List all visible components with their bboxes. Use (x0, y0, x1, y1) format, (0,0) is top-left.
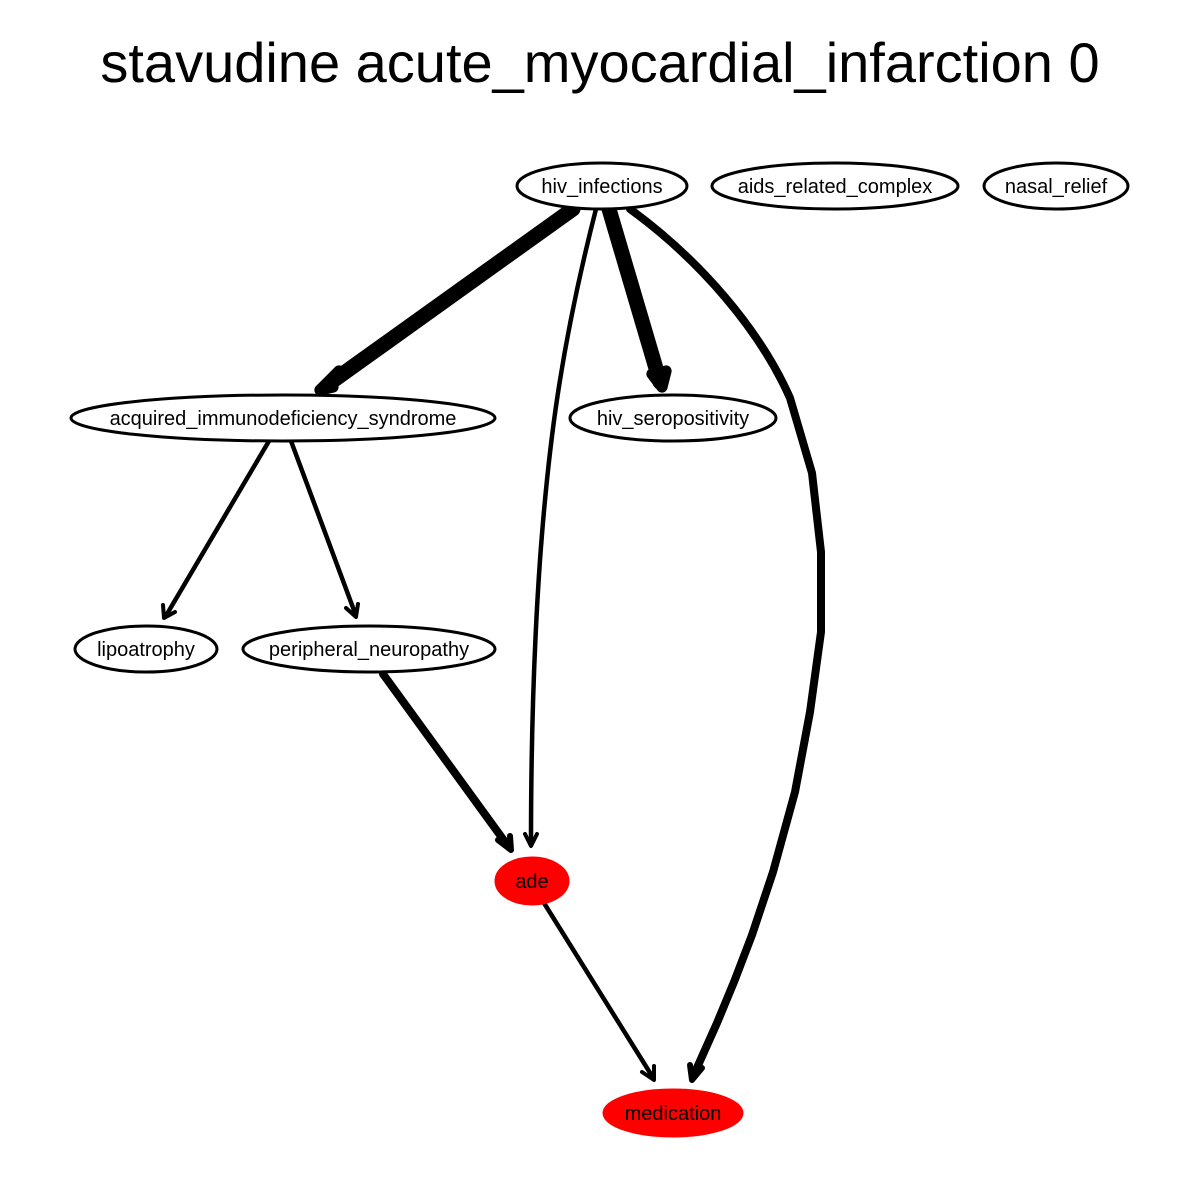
node-ade: ade (494, 856, 570, 906)
node-ellipse (69, 393, 497, 443)
edge-line (322, 201, 581, 391)
edge-line (601, 201, 668, 390)
edge-line (626, 205, 825, 1074)
nodes-layer: hiv_infections aids_related_complex nasal_… (69, 161, 1130, 1138)
node-label: nasal_relief (1005, 176, 1108, 198)
edge-hiv_infections-to-acquired_immunodeficiency_syndrome (314, 201, 581, 396)
edge-peripheral_neuropathy-to-ade (379, 670, 514, 853)
graph-title: stavudine acute_myocardial_infarction 0 (100, 31, 1099, 94)
node-ellipse (568, 393, 778, 443)
node-peripheral_neuropathy: peripheral_neuropathy (241, 624, 497, 674)
node-ellipse (73, 624, 219, 674)
node-hiv_seropositivity: hiv_seropositivity (568, 393, 778, 443)
node-acquired_immunodeficiency_syndrome: acquired_immunodeficiency_syndrome (69, 393, 497, 443)
edge-line (541, 900, 655, 1079)
edge-hiv_infections-to-medication (626, 205, 825, 1083)
edge-acquired_immunodeficiency_syndrome-to-peripheral_neuropathy (288, 438, 360, 619)
node-label: acquired_immunodeficiency_syndrome (110, 408, 457, 430)
arrowhead-icon (646, 365, 672, 393)
edge-hiv_infections-to-hiv_seropositivity (601, 201, 672, 393)
node-label: peripheral_neuropathy (269, 639, 469, 661)
node-ellipse (241, 624, 497, 674)
node-hiv_infections: hiv_infections (515, 161, 689, 211)
arrowhead-icon (495, 833, 514, 853)
arrowhead-icon (640, 1064, 656, 1082)
node-nasal_relief: nasal_relief (982, 161, 1130, 211)
edge-line (288, 438, 358, 616)
edge-acquired_immunodeficiency_syndrome-to-lipoatrophy (161, 438, 272, 620)
arrowhead-icon (687, 1062, 705, 1083)
node-ellipse (515, 161, 689, 211)
node-ellipse (982, 161, 1130, 211)
edge-line (528, 206, 599, 845)
node-medication: medication (602, 1088, 744, 1138)
node-aids_related_complex: aids_related_complex (710, 161, 960, 211)
node-label: ade (515, 871, 548, 893)
arrowhead-icon (523, 832, 539, 848)
edge-line (164, 438, 272, 617)
node-ellipse (494, 856, 570, 906)
node-label: hiv_infections (541, 176, 662, 198)
edges-layer (161, 201, 825, 1083)
node-label: lipoatrophy (97, 639, 195, 661)
arrowhead-icon (344, 602, 360, 619)
arrowhead-icon (314, 365, 345, 396)
node-lipoatrophy: lipoatrophy (73, 624, 219, 674)
edge-ade-to-medication (541, 900, 656, 1082)
node-label: medication (625, 1103, 722, 1125)
node-ellipse (710, 161, 960, 211)
node-label: hiv_seropositivity (597, 408, 749, 430)
node-label: aids_related_complex (738, 176, 933, 198)
arrowhead-icon (161, 603, 177, 620)
edge-line (379, 670, 512, 850)
edge-hiv_infections-to-ade (523, 206, 599, 848)
node-ellipse (602, 1088, 744, 1138)
